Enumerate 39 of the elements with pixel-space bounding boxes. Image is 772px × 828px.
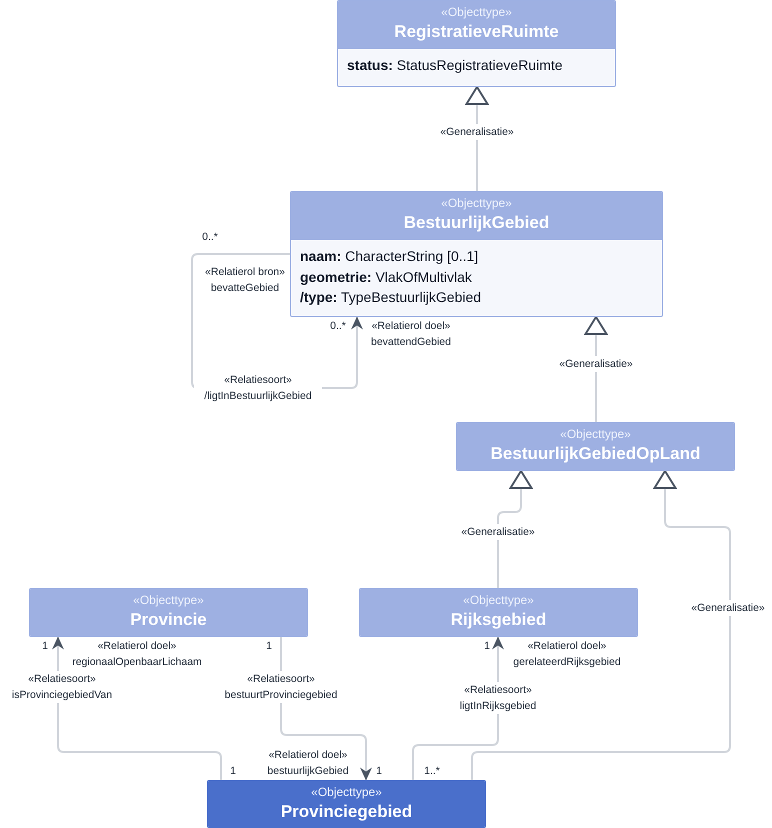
edge-label: «Generalisatie» — [438, 124, 516, 140]
class-name: Provinciegebied — [280, 801, 412, 823]
stereotype-label: «Objecttype» — [463, 592, 534, 609]
attribute-text: status: StatusRegistratieveRuimte — [347, 56, 564, 75]
multiplicity-label: 1 — [376, 764, 382, 779]
stereotype-label: «Objecttype» — [441, 4, 512, 21]
class-box — [290, 191, 663, 317]
multiplicity-label: 1 — [230, 764, 236, 779]
edge-label: «Generalisatie» — [459, 524, 537, 540]
class-name: RegistratieveRuimte — [394, 21, 559, 43]
stereotype-label: «Objecttype» — [560, 426, 631, 443]
multiplicity-label: 1..* — [424, 764, 440, 779]
multiplicity-label: 0..* — [202, 230, 218, 245]
attribute-text: geometrie: VlakOfMultivlak — [300, 268, 473, 287]
multiplicity-label: 0..* — [330, 319, 346, 334]
edge-label: «Relatiesoort» /ligtInBestuurlijkGebied — [194, 372, 322, 404]
multiplicity-label: 1 — [266, 639, 272, 654]
role-label: «Relatierol doel» gerelateerdRijksgebied — [512, 639, 622, 670]
stereotype-label: «Objecttype» — [133, 592, 204, 609]
class-name: BestuurlijkGebiedOpLand — [490, 443, 700, 465]
class-name: BestuurlijkGebied — [404, 212, 550, 234]
role-label: «Relatierol bron» bevatteGebied — [204, 265, 286, 296]
role-label: «Relatierol doel» bevattendGebied — [370, 319, 452, 350]
stereotype-label: «Objecttype» — [311, 784, 382, 801]
class-name: Rijksgebied — [450, 609, 546, 631]
role-label: «Relatierol doel» regionaalOpenbaarLichaam — [71, 639, 203, 670]
generalization-arrow — [497, 470, 532, 588]
class-name: Provincie — [130, 609, 207, 631]
stereotype-label: «Objecttype» — [441, 195, 512, 212]
role-label: «Relatierol doel» bestuurlijkGebied — [266, 748, 350, 779]
edge-label: «Generalisatie» — [689, 600, 767, 616]
class-box — [337, 0, 616, 87]
attribute-text: /type: TypeBestuurlijkGebied — [300, 288, 482, 307]
multiplicity-label: 1 — [484, 639, 490, 654]
multiplicity-label: 1 — [42, 639, 48, 654]
generalization-arrow — [471, 470, 731, 780]
attribute-text: naam: CharacterString [0..1] — [300, 247, 480, 266]
association-arrow — [52, 636, 222, 780]
edge-label: «Generalisatie» — [557, 356, 635, 372]
